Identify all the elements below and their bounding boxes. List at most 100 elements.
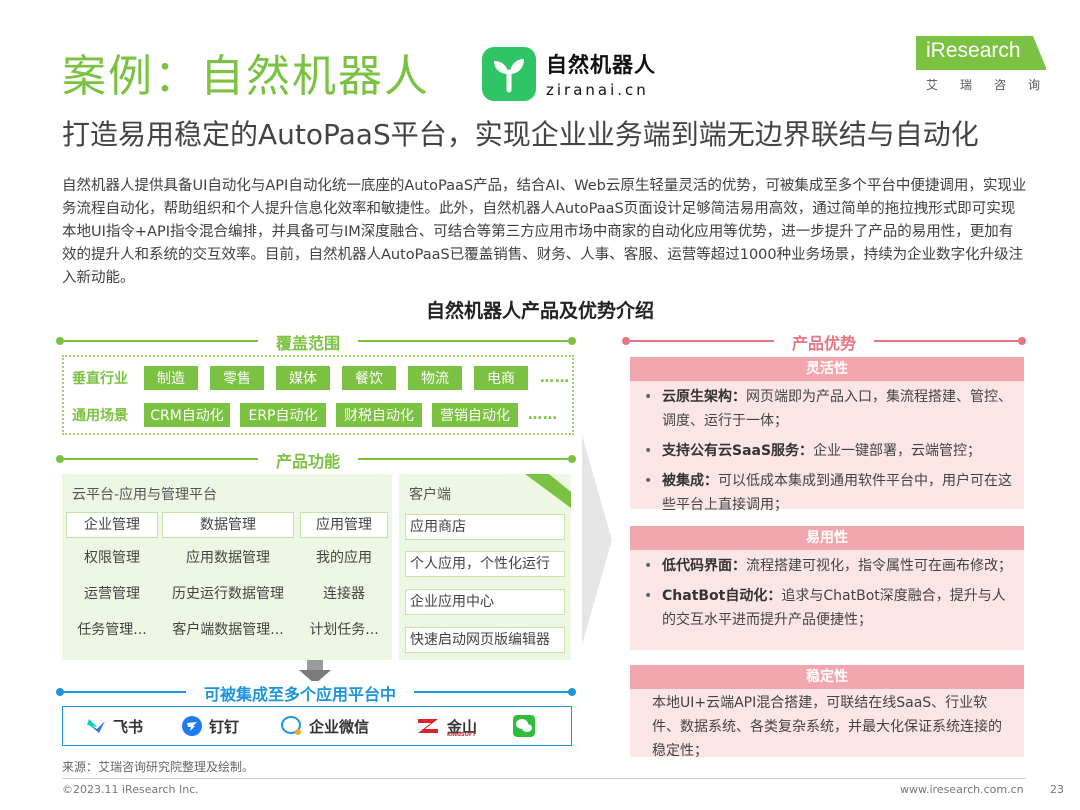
integration-label: 可被集成至多个应用平台中 — [186, 681, 415, 705]
advantage-text: 本地UI+云端API混合搭建，可联结在线SaaS、行业软件、数据系统、各类复杂系… — [652, 695, 1002, 759]
band-dot — [568, 455, 576, 463]
advantage-head: 灵活性 — [630, 357, 1024, 381]
advantage-item-text: 追求与ChatBot深度融合，提升与人的交互水平进而提升产品便捷性； — [662, 588, 1006, 628]
coverage-chip: ERP自动化 — [240, 403, 326, 427]
advantage-item-title: 支持公有云SaaS服务： — [662, 443, 814, 459]
big-right-arrow-icon — [582, 435, 612, 645]
function-item: 权限管理 — [84, 550, 140, 566]
down-arrow-icon — [299, 660, 331, 684]
client-panel: 客户端 应用商店 个人应用，个性化运行 企业应用中心 快速启动网页版编辑器 — [399, 474, 571, 660]
integration-name: 飞书 — [113, 717, 144, 736]
copyright: ©2023.11 iResearch Inc. — [62, 783, 199, 796]
integration-name: 钉钉 — [209, 717, 240, 736]
function-column: 应用管理 我的应用 连接器 计划任务... — [300, 512, 388, 648]
coverage-chip: 零售 — [210, 366, 264, 390]
advantage-item: 云原生架构：网页端即为产品入口，集流程搭建、管控、调度、运行于一体； — [642, 385, 1012, 433]
kingsoft-wordmark: 金山 KINGSOFT — [447, 716, 477, 738]
kingsoft-sub: KINGSOFT — [447, 731, 476, 738]
client-item: 个人应用，个性化运行 — [405, 551, 565, 577]
advantage-item-text: 企业一键部署，云端管控； — [813, 443, 982, 459]
wecom-icon — [281, 716, 301, 735]
coverage-row-label: 垂直行业 — [72, 371, 128, 387]
source-note: 来源：艾瑞咨询研究院整理及绘制。 — [62, 760, 255, 774]
client-item: 企业应用中心 — [405, 589, 565, 615]
footer-divider — [62, 778, 1026, 779]
coverage-row-industry: 垂直行业 制造 零售 媒体 餐饮 物流 电商 …… — [72, 366, 570, 390]
function-item: 我的应用 — [316, 550, 372, 566]
coverage-row-scenario: 通用场景 CRM自动化 ERP自动化 财税自动化 营销自动化 …… — [72, 403, 558, 427]
coverage-chip: 餐饮 — [342, 366, 396, 390]
function-column-head: 企业管理 — [66, 512, 158, 538]
integration-box: 飞书 钉钉 企业微信 金山 KINGSOFT — [62, 706, 572, 746]
client-item: 应用商店 — [405, 514, 565, 540]
function-column-head: 数据管理 — [162, 512, 294, 538]
intro-paragraph: 自然机器人提供具备UI自动化与API自动化统一底座的AutoPaaS产品，结合A… — [62, 178, 1027, 286]
coverage-box: 垂直行业 制造 零售 媒体 餐饮 物流 电商 …… 通用场景 CRM自动化 ER… — [62, 355, 574, 435]
advantage-item: 低代码界面：流程搭建可视化，指令属性可在画布修改； — [642, 554, 1012, 578]
feishu-icon — [87, 719, 105, 733]
band-dot — [568, 688, 576, 696]
dingtalk-icon — [182, 716, 202, 736]
band-dot — [56, 688, 64, 696]
ir-sub-char: 瑞 — [959, 78, 972, 92]
page-number: 23 — [1050, 783, 1064, 796]
coverage-chip: 制造 — [144, 366, 198, 390]
advantage-item-title: 被集成： — [662, 473, 718, 489]
ir-sub-char: 艾 — [926, 78, 939, 92]
iresearch-logo: iResearch 艾 瑞 咨 询 — [916, 36, 1047, 93]
cloud-platform-panel: 云平台-应用与管理平台 企业管理 权限管理 运营管理 任务管理... 数据管理 … — [62, 474, 392, 660]
function-column-head: 应用管理 — [300, 512, 388, 538]
section-title: 自然机器人产品及优势介绍 — [425, 300, 654, 322]
client-title: 客户端 — [409, 487, 451, 503]
band-dot — [56, 455, 64, 463]
coverage-chip: 物流 — [408, 366, 462, 390]
function-item: 运营管理 — [84, 586, 140, 602]
function-column: 企业管理 权限管理 运营管理 任务管理... — [66, 512, 158, 648]
advantage-head: 易用性 — [630, 526, 1024, 550]
advantage-item: 被集成：可以低成本集成到通用软件平台中，用户可在这些平台上直接调用； — [642, 469, 1012, 517]
advantage-head: 稳定性 — [630, 665, 1024, 689]
function-column: 数据管理 应用数据管理 历史运行数据管理 客户端数据管理... — [162, 512, 294, 648]
function-item: 应用数据管理 — [186, 550, 270, 566]
integration-kingsoft: 金山 KINGSOFT — [415, 715, 477, 738]
advantage-item: ChatBot自动化：追求与ChatBot深度融合，提升与人的交互水平进而提升产… — [642, 584, 1012, 632]
kingsoft-icon — [418, 719, 438, 733]
coverage-more: …… — [528, 407, 558, 423]
function-item: 任务管理... — [77, 622, 147, 638]
advantage-box-usability: 易用性 低代码界面：流程搭建可视化，指令属性可在画布修改； ChatBot自动化… — [630, 526, 1024, 650]
advantage-item-text: 可以低成本集成到通用软件平台中，用户可在这些平台上直接调用； — [662, 473, 1012, 513]
advantage-item: 支持公有云SaaS服务：企业一键部署，云端管控； — [642, 439, 1012, 463]
ir-sub-char: 询 — [1027, 78, 1040, 92]
integration-name: 企业微信 — [309, 717, 370, 736]
page-subtitle: 打造易用稳定的AutoPaaS平台，实现企业业务端到端无边界联结与自动化 — [62, 118, 979, 151]
advantage-item-title: 低代码界面： — [662, 558, 746, 574]
band-dot — [56, 337, 64, 345]
advantage-item-title: ChatBot自动化： — [662, 588, 782, 604]
advantages-label: 产品优势 — [774, 330, 875, 354]
page-title: 案例：自然机器人 — [62, 51, 430, 102]
integration-dingtalk: 钉钉 — [181, 715, 239, 737]
advantage-box-flexibility: 灵活性 云原生架构：网页端即为产品入口，集流程搭建、管控、调度、运行于一体； 支… — [630, 357, 1024, 513]
band-dot — [622, 337, 630, 345]
functions-label: 产品功能 — [258, 448, 359, 472]
function-item: 历史运行数据管理 — [172, 586, 284, 602]
coverage-more: …… — [540, 370, 570, 386]
integration-wecom: 企业微信 — [281, 715, 369, 737]
band-dot — [568, 337, 576, 345]
advantage-item-text: 流程搭建可视化，指令属性可在画布修改； — [746, 558, 1012, 574]
corner-stripe-icon — [525, 474, 571, 508]
coverage-chip: CRM自动化 — [144, 403, 230, 427]
coverage-chip: 电商 — [474, 366, 528, 390]
function-item: 连接器 — [323, 586, 365, 602]
advantage-box-stability: 稳定性 本地UI+云端API混合搭建，可联结在线SaaS、行业软件、数据系统、各… — [630, 665, 1024, 759]
coverage-chip: 媒体 — [276, 366, 330, 390]
ir-sub-char: 咨 — [993, 78, 1006, 92]
brand-domain: ziranai.cn — [546, 81, 649, 99]
wechat-icon — [513, 715, 535, 737]
coverage-label: 覆盖范围 — [258, 330, 359, 354]
integration-wechat — [513, 715, 541, 737]
leaf-logo-icon — [482, 47, 536, 101]
coverage-row-label: 通用场景 — [72, 408, 128, 424]
function-item: 客户端数据管理... — [172, 622, 284, 638]
brand-name: 自然机器人 — [546, 53, 656, 77]
